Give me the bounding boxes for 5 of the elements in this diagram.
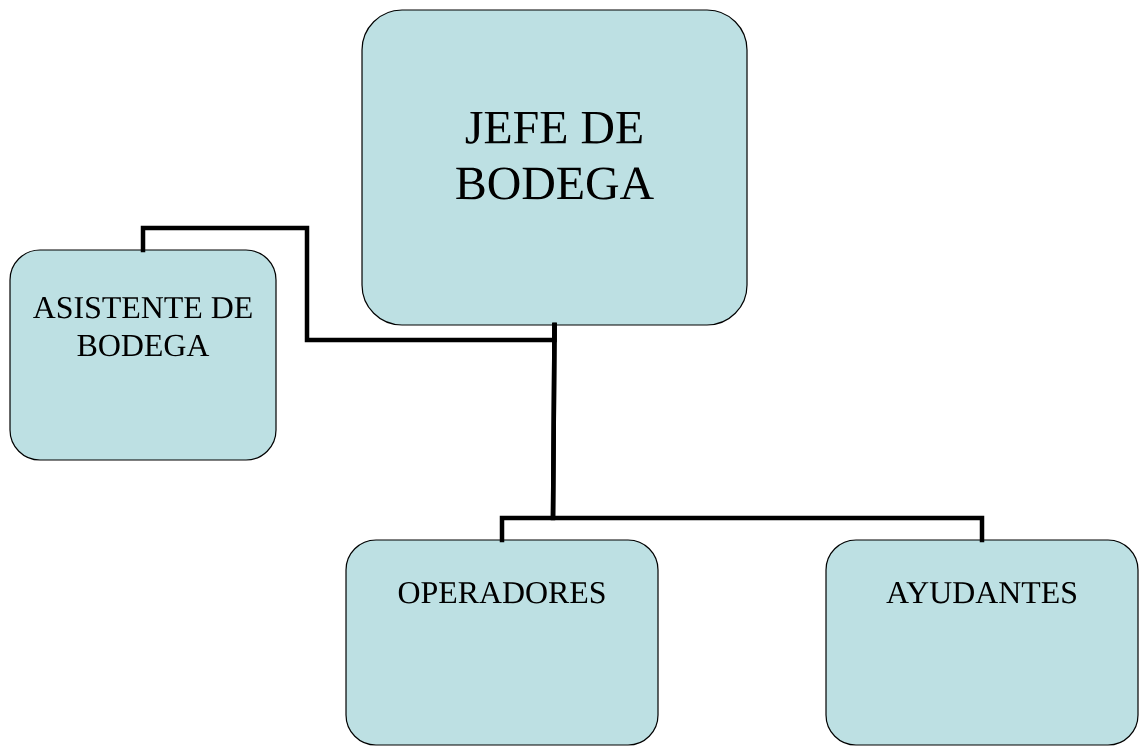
- org-box: OPERADORES: [345, 539, 659, 746]
- connector-line: [550, 322, 985, 543]
- org-box: ASISTENTE DE BODEGA: [9, 249, 277, 461]
- org-box: AYUDANTES: [825, 539, 1139, 746]
- org-box: JEFE DE BODEGA: [361, 9, 748, 326]
